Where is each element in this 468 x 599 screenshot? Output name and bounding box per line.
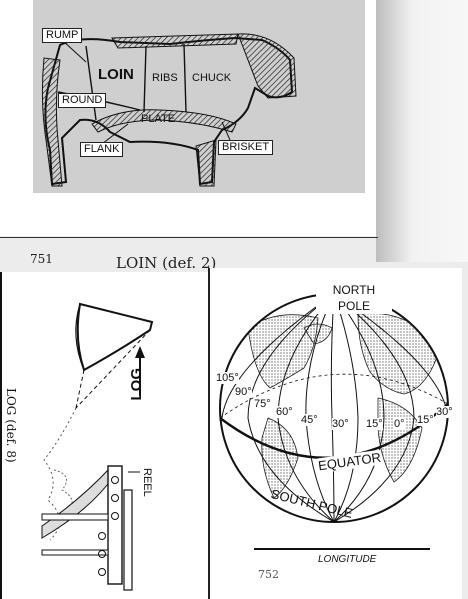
cut-label-flank: FLANK <box>80 142 124 157</box>
degree-30-west: 30° <box>332 418 349 430</box>
cut-label-loin: LOIN <box>98 66 134 83</box>
reel-label: REEL <box>141 468 153 497</box>
log-vertical-caption: LOG (def. 8) <box>4 388 18 463</box>
degree-75: 75° <box>254 398 271 410</box>
degree-60: 60° <box>276 406 293 418</box>
cut-label-ribs: RIBS <box>152 72 178 84</box>
longitude-caption: LONGITUDE <box>318 554 377 565</box>
degree-15-east: 15° <box>417 414 434 426</box>
cut-label-brisket: BRISKET <box>218 140 274 155</box>
degree-105: 105° <box>216 372 239 384</box>
globe-longitude-illustration <box>219 293 449 550</box>
degree-30-east: 30° <box>436 406 453 418</box>
degree-15-west: 15° <box>366 418 383 430</box>
log-label: LOG <box>128 368 145 401</box>
cow-outline-illustration <box>41 33 297 187</box>
log-reel-illustration <box>41 302 154 591</box>
page-edge-shadow <box>376 0 468 262</box>
card-divider <box>0 237 378 238</box>
cut-label-round: ROUND <box>58 93 107 108</box>
degree-90: 90° <box>235 386 252 398</box>
cut-label-rump: RUMP <box>42 28 83 43</box>
cut-label-chuck: CHUCK <box>192 72 232 84</box>
page-number-752: 752 <box>258 568 279 581</box>
loin-heading: LOIN (def. 2) <box>116 254 217 272</box>
degree-45: 45° <box>301 414 318 426</box>
degree-0: 0° <box>394 418 405 430</box>
cut-label-plate: PLATE <box>141 113 176 125</box>
north-pole-label: NORTH POLE <box>316 282 392 314</box>
page-number-751: 751 <box>30 252 53 266</box>
